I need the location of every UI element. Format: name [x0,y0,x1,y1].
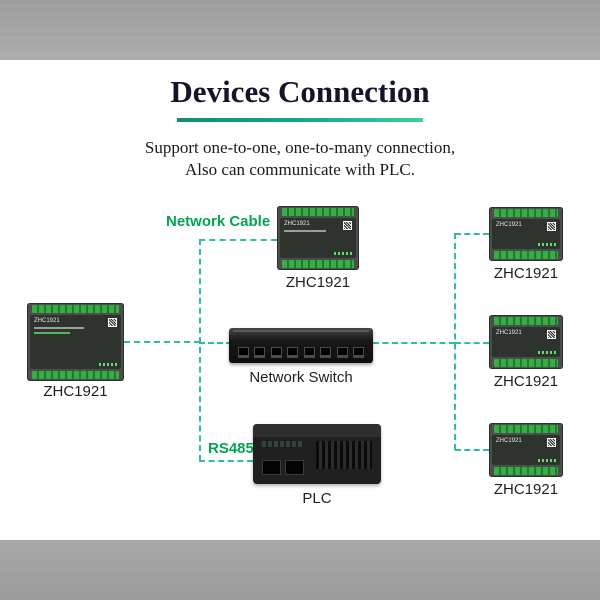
switch-port-row [238,347,364,358]
device-text-line [34,327,85,329]
line-main-vertical [199,239,201,461]
network-switch [229,328,373,363]
network-cable-label: Network Cable [166,213,271,230]
led-indicators [99,363,117,366]
bottom-gray-bar [0,540,600,600]
device-zhc1921-right-1: ZHC1921 [489,207,563,261]
led-indicators [538,243,556,246]
page-title: Devices Connection [170,74,430,109]
line-leftdevice-to-junction [124,341,200,343]
ethernet-port [303,347,315,358]
device-zhc1921-right-2: ZHC1921 [489,315,563,369]
device-faceplate: ZHC1921 [280,218,356,258]
title-accent-underline [177,118,423,122]
terminal-strip-bottom [282,260,354,268]
line-junction-to-switch [199,342,232,344]
terminal-strip-top [32,305,119,313]
ethernet-port [254,347,266,358]
terminal-strip-top [494,209,558,217]
plc-terminal-strip [262,441,302,447]
device-print-text: ZHC1921 [496,222,522,228]
ethernet-port [238,347,249,358]
terminal-strip-bottom [494,359,558,367]
device-right3-label: ZHC1921 [493,481,559,498]
line-to-right-device-2 [455,342,489,344]
led-indicators [334,252,352,255]
terminal-strip-top [494,317,558,325]
ethernet-port [352,347,364,358]
plc-vents [316,441,372,469]
line-switch-to-right-junction [373,342,455,344]
device-right2-label: ZHC1921 [493,373,559,390]
terminal-strip-top [494,425,558,433]
device-faceplate: ZHC1921 [492,327,560,357]
device-right1-label: ZHC1921 [493,265,559,282]
device-faceplate: ZHC1921 [30,315,121,369]
device-faceplate: ZHC1921 [492,435,560,465]
plc-label: PLC [302,490,332,507]
network-switch-label: Network Switch [249,369,353,386]
device-zhc1921-left: ZHC1921 [27,303,124,381]
device-text-line [284,230,326,232]
line-to-right-device-1 [455,233,489,235]
device-text-line [34,332,71,334]
top-gray-bar [0,0,600,60]
terminal-strip-bottom [494,467,558,475]
device-zhc1921-top: ZHC1921 [277,206,359,270]
line-junction-to-plc [199,460,253,462]
line-to-right-device-3 [455,449,489,451]
device-print-text: ZHC1921 [284,221,310,227]
qr-code-icon [343,221,352,230]
qr-code-icon [547,438,556,447]
line-right-vertical [454,233,456,450]
led-indicators [538,459,556,462]
ethernet-port [320,347,332,358]
terminal-strip-bottom [32,371,119,379]
device-left-label: ZHC1921 [43,383,108,400]
terminal-strip-top [282,208,354,216]
plc-top-edge [253,424,381,437]
ethernet-port [336,347,348,358]
plc-port [262,460,281,475]
qr-code-icon [547,222,556,231]
device-top-label: ZHC1921 [285,274,351,291]
terminal-strip-bottom [494,251,558,259]
subtitle-line-1: Support one-to-one, one-to-many connecti… [144,138,456,157]
qr-code-icon [547,330,556,339]
device-zhc1921-right-3: ZHC1921 [489,423,563,477]
device-print-text: ZHC1921 [496,438,522,444]
plc-port [285,460,304,475]
rs485-label: RS485 [208,440,254,457]
device-print-text: ZHC1921 [496,330,522,336]
line-junction-to-topdevice [199,239,277,241]
ethernet-port [287,347,299,358]
device-faceplate: ZHC1921 [492,219,560,249]
switch-top-edge [233,330,369,332]
qr-code-icon [108,318,117,327]
led-indicators [538,351,556,354]
subtitle-line-2: Also can communicate with PLC. [185,160,415,179]
device-print-text: ZHC1921 [34,318,60,324]
plc-device [253,424,381,484]
ethernet-port [270,347,282,358]
